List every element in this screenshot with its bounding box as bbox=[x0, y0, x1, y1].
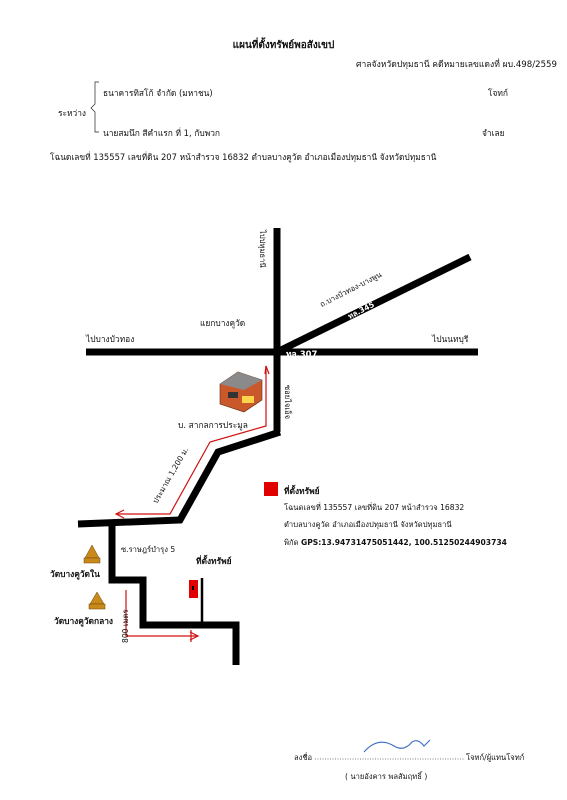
route-line bbox=[114, 365, 270, 642]
legend-line-1: โฉนดเลขที่ 135557 เลขที่ดิน 207 หน้าสำรว… bbox=[284, 503, 465, 512]
label-to-nonthaburi: ไปนนทบุรี bbox=[432, 334, 469, 344]
plaintiff-name: ธนาคารทิสโก้ จำกัด (มหาชน) bbox=[103, 88, 213, 98]
road-soi-2 bbox=[108, 524, 240, 665]
roads bbox=[77, 228, 478, 665]
label-landmark: บ. สากลการประมูล bbox=[178, 420, 248, 430]
label-soi-2: ซ.ราษฎร์บำรุง 5 bbox=[121, 545, 176, 554]
page-title: แผนที่ตั้งทรัพย์พอสังเขป bbox=[232, 40, 335, 51]
label-temple-1: วัดบางคูวัดใน bbox=[50, 569, 100, 579]
court-case-number: ศาลจังหวัดปทุมธานี คดีหมายเลขแดงที่ ผบ.4… bbox=[355, 60, 557, 70]
road-345 bbox=[275, 253, 472, 356]
label-to-pathum: ไปปทุมธานี bbox=[258, 230, 267, 268]
label-road-307: ทล.307 bbox=[286, 349, 318, 359]
label-soi: ซอยไจเอ็จ bbox=[283, 385, 292, 420]
road-soi bbox=[77, 428, 282, 528]
plaintiff-role: โจทก์ bbox=[488, 88, 508, 98]
label-temple-2: วัดบางคูวัดกลาง bbox=[54, 616, 113, 626]
legend-gps: GPS:13.94731475051442, 100.5125024490373… bbox=[300, 538, 507, 547]
party-brace bbox=[90, 81, 99, 133]
label-to-bang-bua-thong: ไปบางบัวทอง bbox=[86, 334, 135, 344]
legend-gps-prefix: พิกัด bbox=[284, 538, 299, 547]
auction-building-icon bbox=[219, 371, 263, 413]
label-distance-2: 800 เมตร bbox=[121, 609, 130, 643]
defendant-name: นายสมนึก สีคำแรก ที่ 1, กับพวก bbox=[103, 128, 220, 138]
label-intersection: แยกบางคูวัด bbox=[200, 318, 246, 328]
temple-icon bbox=[83, 544, 101, 564]
signature-role: โจทก์/ผู้แทนโจทก์ bbox=[466, 753, 525, 762]
between-label: ระหว่าง bbox=[58, 108, 87, 118]
legend-line-2: ตำบลบางคูวัด อำเภอเมืองปทุมธานี จังหวัดป… bbox=[284, 520, 452, 529]
signature-scribble bbox=[363, 739, 431, 753]
defendant-role: จำเลย bbox=[482, 128, 505, 138]
signature-name: ( นายอังคาร พลสัมฤทธิ์ ) bbox=[345, 772, 428, 781]
deed-line: โฉนดเลขที่ 135557 เลขที่ดิน 207 หน้าสำรว… bbox=[50, 152, 437, 162]
temple-icon bbox=[88, 591, 106, 610]
signature-label: ลงชื่อ bbox=[294, 753, 313, 762]
legend-title: ที่ตั้งทรัพย์ bbox=[284, 486, 320, 496]
legend-gps-row: พิกัด GPS:13.94731475051442, 100.5125024… bbox=[284, 537, 507, 549]
label-property: ที่ตั้งทรัพย์ bbox=[196, 556, 232, 566]
legend-marker bbox=[264, 482, 278, 496]
